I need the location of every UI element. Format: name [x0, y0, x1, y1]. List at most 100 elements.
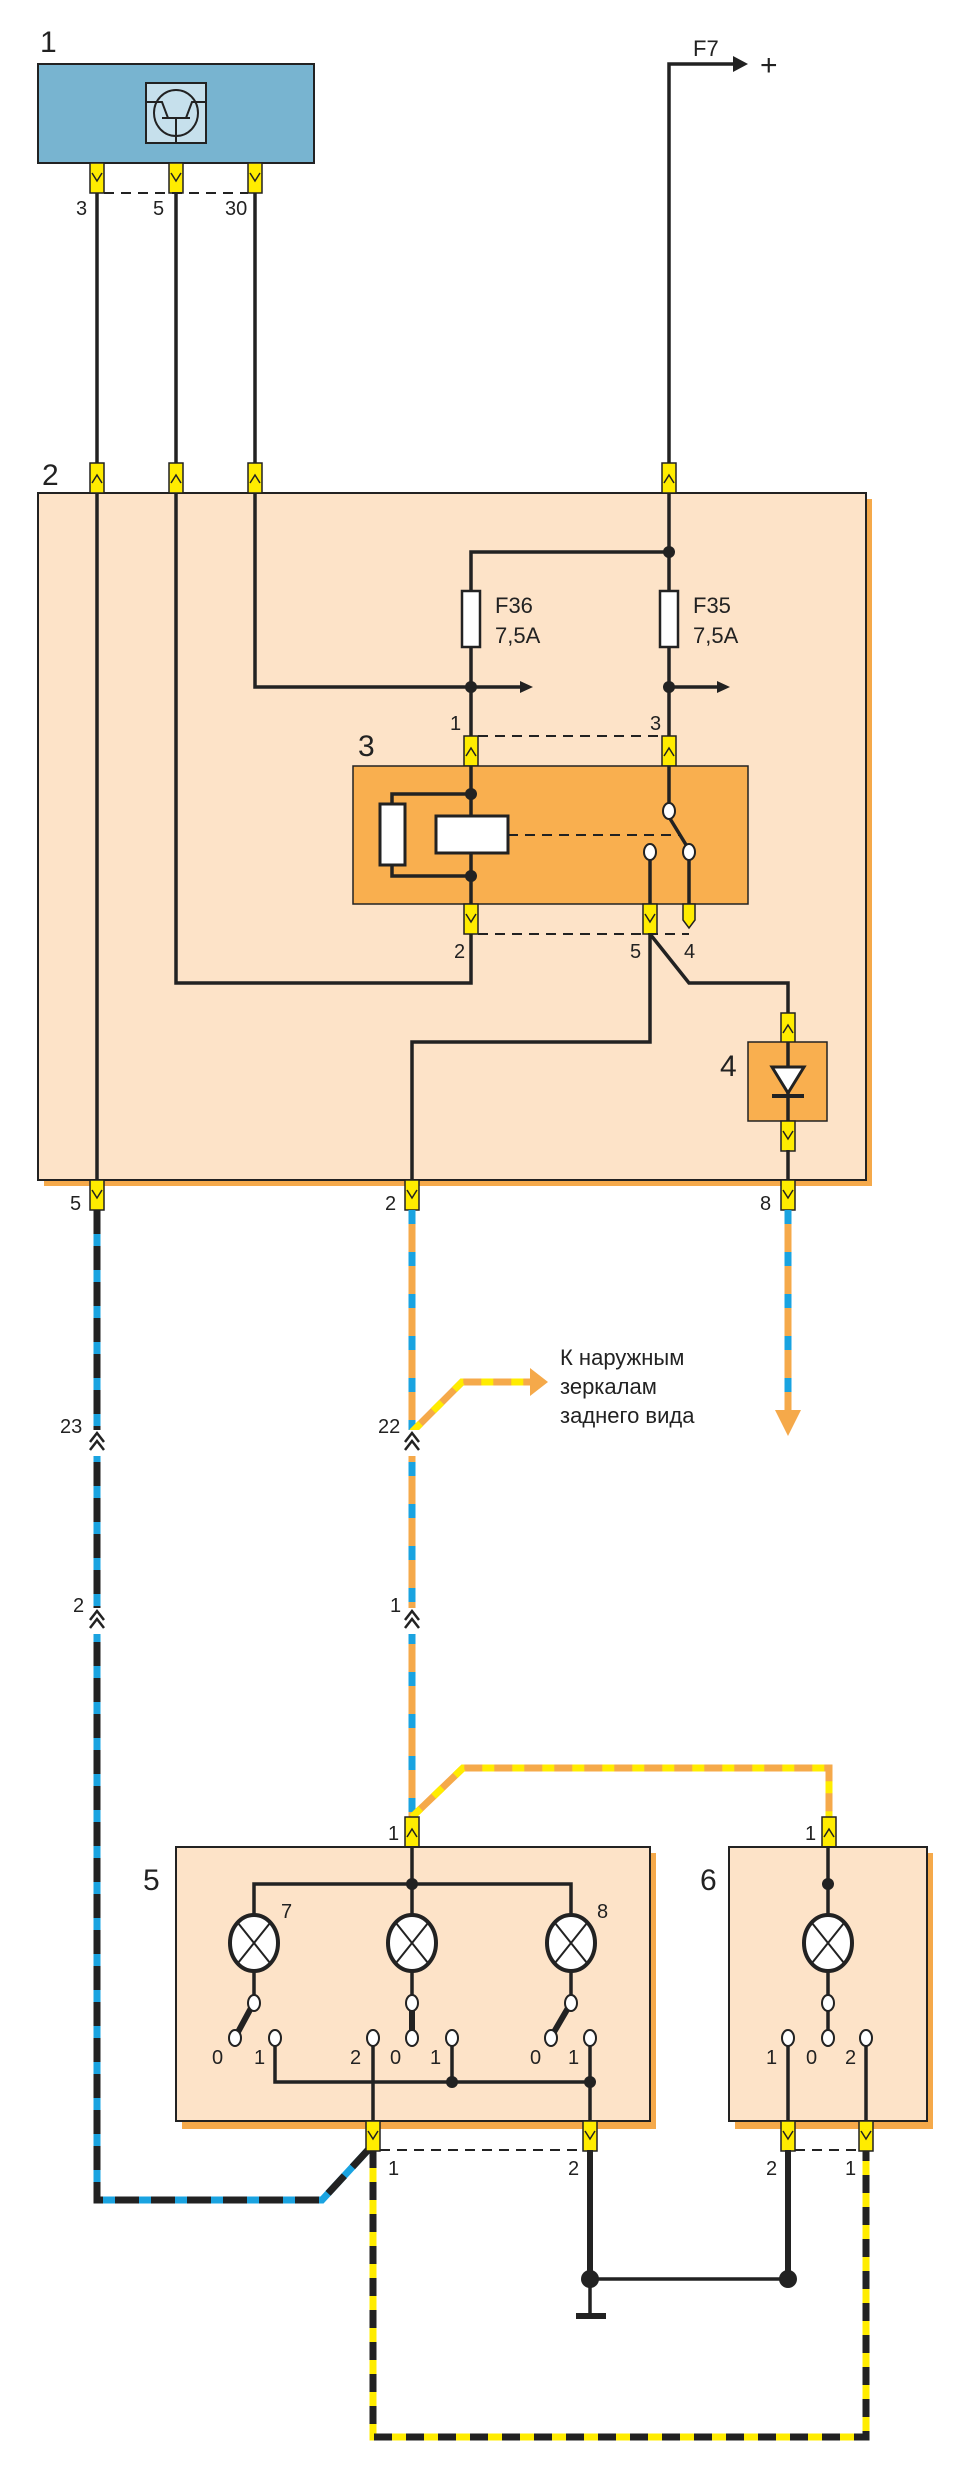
fuse-name: F35	[693, 593, 731, 618]
switch-contact	[859, 2029, 873, 2047]
pin-label: 2	[568, 2158, 579, 2180]
connector-relay-pin1	[463, 735, 479, 767]
component-label-4: 4	[720, 1050, 737, 1083]
connector-block2-in	[247, 462, 263, 494]
pin-label: 5	[70, 1193, 81, 1215]
component-label-3: 3	[358, 730, 375, 763]
pin-label: 5	[153, 198, 164, 220]
lamp-center	[386, 1913, 438, 1973]
connector-block1-pin3	[89, 162, 105, 194]
component-label-1: 1	[40, 26, 57, 59]
wire-orange-blue-right	[775, 1210, 801, 1436]
lamp-label: 7	[281, 1901, 292, 1923]
pin-label: 2	[73, 1595, 84, 1617]
component-4-diode: 4	[720, 1041, 828, 1122]
fuse-f35: F35 7,5A	[658, 589, 739, 649]
switch-contact	[445, 2029, 459, 2047]
inline-connector-2	[87, 1606, 107, 1636]
component-label-6: 6	[700, 1864, 717, 1897]
connector-block6-pin1	[821, 1816, 837, 1848]
switch-contact	[821, 2029, 835, 2047]
switch-contact	[228, 2029, 242, 2047]
relay-coil	[434, 814, 510, 855]
fuse-rating: 7,5A	[693, 623, 739, 648]
connector-block1-pin5	[168, 162, 184, 194]
pin-label: 22	[378, 1416, 400, 1438]
pin-label: 23	[60, 1416, 82, 1438]
junction	[663, 681, 675, 693]
switch-position: 1	[766, 2047, 777, 2069]
switch-contact	[268, 2029, 282, 2047]
switch-position: 0	[530, 2047, 541, 2069]
connector-block5-out1	[365, 2120, 381, 2152]
pin-label: 1	[388, 2158, 399, 2180]
switch-position: 1	[430, 2047, 441, 2069]
fuse-name: F36	[495, 593, 533, 618]
arrow-right-icon	[530, 1368, 548, 1396]
pin-label: 2	[454, 941, 465, 963]
pin-label: 1	[450, 713, 461, 735]
connector-block2-in	[168, 462, 184, 494]
junction	[663, 546, 675, 558]
component-6-switch-lamp: 6 1 0 2	[700, 1846, 933, 2129]
plus-label: +	[760, 49, 778, 82]
connector-block5-pin1	[404, 1816, 420, 1848]
switch-contact	[781, 2029, 795, 2047]
component-5-switch-lamps: 5 7 8 0 1 2 0 1 0 1	[143, 1846, 656, 2129]
connector-relay-pin2	[463, 903, 479, 935]
connector-diode-out	[780, 1120, 796, 1152]
connector-block2-in	[89, 462, 105, 494]
pin-label: 30	[225, 198, 247, 220]
wire-block1-to-block2	[95, 193, 257, 463]
pin-label: 1	[845, 2158, 856, 2180]
fuse-link-f7: F7	[693, 36, 719, 61]
connector-block2-pin8	[780, 1179, 796, 1211]
fuse-rating: 7,5A	[495, 623, 541, 648]
arrow-down-icon	[775, 1410, 801, 1436]
switch-position: 1	[568, 2047, 579, 2069]
ground-icon	[576, 2313, 606, 2319]
note-line: К наружным	[560, 1345, 684, 1370]
connector-block2-pin2	[404, 1179, 420, 1211]
diode-icon	[769, 1065, 807, 1096]
switch-contact	[544, 2029, 558, 2047]
pin-label: 4	[684, 941, 695, 963]
pin-label: 1	[805, 1823, 816, 1845]
relay-contact	[682, 843, 696, 861]
pin-label: 2	[385, 1193, 396, 1215]
pin-label: 3	[76, 198, 87, 220]
switch-position: 1	[254, 2047, 265, 2069]
wire-f7	[667, 62, 735, 463]
inline-connector-23	[87, 1428, 107, 1458]
pin-label: 8	[760, 1193, 771, 1215]
transistor-icon	[145, 82, 207, 144]
wire-internal	[174, 493, 790, 1180]
component-1-sensor: 1	[37, 26, 315, 164]
switch-contact	[405, 2029, 419, 2047]
lamp-7	[228, 1913, 280, 1973]
lamp-label: 8	[597, 1901, 608, 1923]
switch-contact	[583, 2029, 597, 2047]
connector-block6-out2	[780, 2120, 796, 2152]
switch-position: 2	[350, 2047, 361, 2069]
lamp	[802, 1913, 854, 1973]
component-label-5: 5	[143, 1864, 160, 1897]
switch-position: 0	[212, 2047, 223, 2069]
wire-yellow-orange-mirrors	[409, 1368, 548, 1435]
note-line: заднего вида	[560, 1403, 695, 1428]
ground-wiring	[576, 2150, 797, 2319]
pin-label: 3	[650, 713, 661, 735]
connector-block6-out1	[858, 2120, 874, 2152]
connector-relay-pin3	[661, 735, 677, 767]
note-to-mirrors: К наружным зеркалам заднего вида	[560, 1345, 695, 1428]
junction	[465, 681, 477, 693]
connector-diode-in	[780, 1012, 796, 1044]
switch-contact	[366, 2029, 380, 2047]
arrow-icon	[733, 56, 748, 72]
pin-label: 2	[766, 2158, 777, 2180]
lamp-8	[545, 1913, 597, 1973]
relay-contact	[643, 843, 657, 861]
wire-yellow-black-loop	[369, 2150, 870, 2441]
pin-label: 1	[388, 1823, 399, 1845]
